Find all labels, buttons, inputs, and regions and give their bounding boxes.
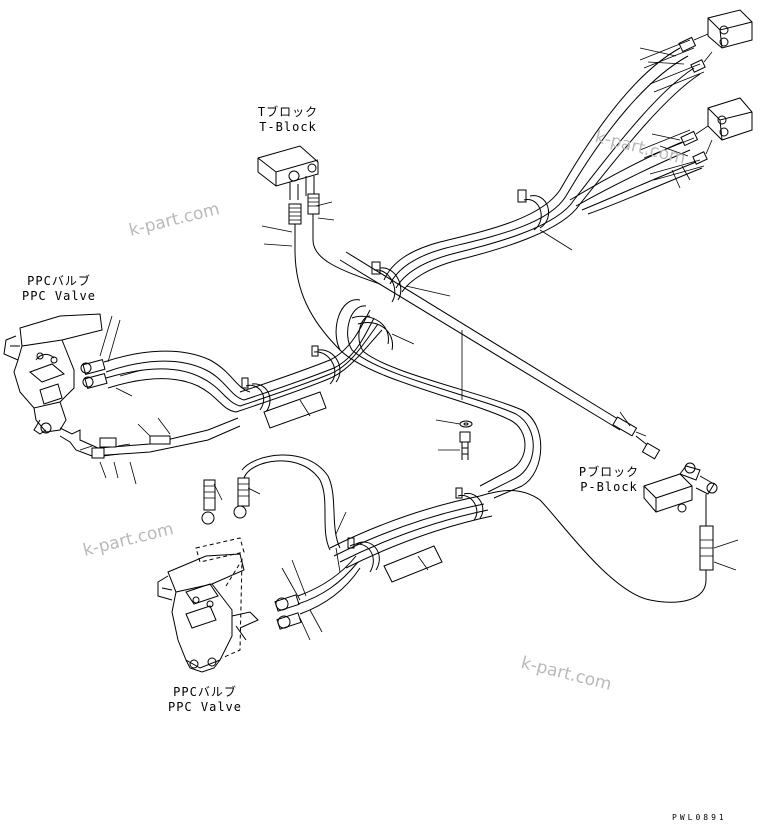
p-block — [479, 462, 739, 603]
p-block-label-en: P-Block — [580, 480, 638, 494]
upper-ppc-valve — [3, 313, 251, 434]
p-block-line — [339, 251, 661, 460]
drawing-code: PWL0891 — [672, 813, 727, 822]
main-hose-bundle-upper — [383, 39, 705, 297]
t-block-label-en: T-Block — [259, 120, 317, 134]
middle-right-valve-block — [707, 97, 753, 141]
hose-bundle-lower-center — [329, 487, 493, 583]
p-block-label-jp: Pブロック — [578, 465, 640, 479]
upper-valve-lower-lines — [33, 417, 241, 485]
upper-right-valve-block — [707, 9, 753, 49]
t-block-label-jp: Tブロック — [257, 105, 319, 119]
upper-ppc-valve-label-jp: PPCバルブ — [27, 274, 91, 288]
t-block — [257, 145, 381, 351]
lower-ppc-valve-label-jp: PPCバルブ — [173, 685, 237, 699]
bolt-and-washer — [435, 419, 473, 460]
upper-right-fittings — [678, 33, 713, 165]
upper-ppc-valve-label-en: PPC Valve — [21, 289, 97, 303]
lower-ppc-valve-label-en: PPC Valve — [167, 700, 243, 714]
central-u-hoses — [335, 261, 542, 499]
hose-bundle-center-left — [235, 309, 383, 429]
lower-ppc-valve — [157, 454, 361, 673]
